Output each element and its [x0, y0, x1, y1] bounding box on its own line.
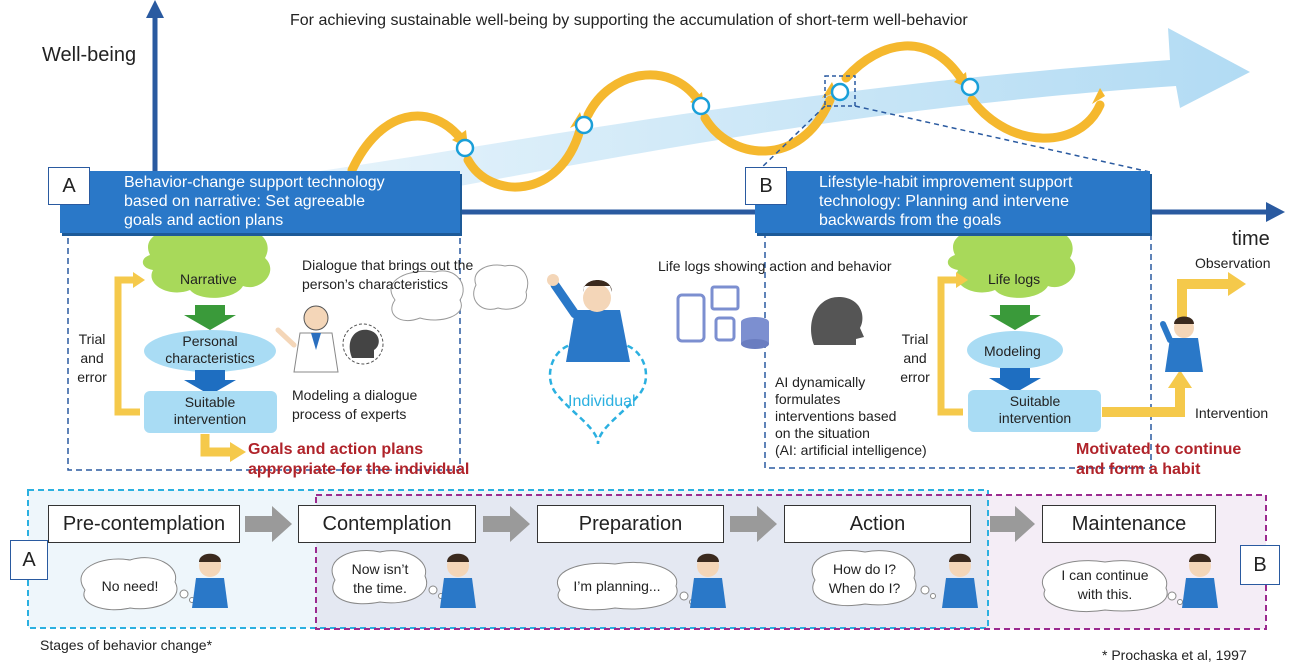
bubble-contemplation: Now isn’t the time. — [351, 561, 409, 596]
individual-figure — [547, 274, 648, 445]
stage-action: Action — [784, 505, 971, 543]
stage-person-icons — [192, 553, 1218, 608]
panel-b-title: Lifestyle-habit improvement support tech… — [755, 171, 1150, 233]
x-axis-arrowhead — [1266, 202, 1285, 222]
stage-precontemplation: Pre-contemplation — [48, 505, 240, 543]
modeling-label-b: Modeling — [984, 343, 1041, 359]
lifelogs-label: Life logs — [988, 271, 1041, 287]
panel-a-letter: A — [48, 167, 90, 205]
y-axis-label: Well-being — [42, 44, 137, 66]
ai-text: AI dynamically formulates interventions … — [775, 374, 927, 458]
panel-b-flow — [937, 221, 1246, 432]
stage-group-b-frame — [315, 494, 1267, 630]
orange-wave-arrows — [347, 41, 1105, 192]
personal-ellipse — [144, 330, 276, 372]
citation: * Prochaska et al, 1997 — [1102, 647, 1247, 663]
narrative-label: Narrative — [180, 271, 237, 287]
stage-arrows — [245, 506, 1035, 542]
motivated-label: Motivated to continue and form a habit — [1076, 441, 1242, 478]
x-axis-label: time — [1232, 228, 1270, 250]
suitable-box-b — [968, 390, 1101, 432]
individual-label: Individual — [568, 393, 636, 410]
modeling-label-a: Modeling a dialogue process of experts — [292, 387, 418, 422]
stages-caption: Stages of behavior change* — [40, 637, 213, 653]
trial-label-b: Trial and error — [900, 331, 930, 385]
stage-preparation: Preparation — [537, 505, 724, 543]
header-text: For achieving sustainable well-being by … — [290, 12, 968, 29]
zoom-box — [824, 75, 856, 107]
milestone-circles — [455, 77, 980, 158]
suitable-box-a — [144, 391, 277, 433]
panel-a-title: Behavior-change support technology based… — [60, 171, 460, 233]
thought-bubbles — [80, 549, 1183, 613]
narrative-cloud — [142, 221, 271, 298]
personal-label: Personal characteristics — [165, 333, 255, 366]
goals-label: Goals and action plans appropriate for t… — [248, 441, 470, 478]
suitable-label-a: Suitable intervention — [173, 394, 247, 427]
well-being-band — [270, 28, 1250, 215]
stage-group-b-letter: B — [1240, 545, 1280, 585]
life-logs-caption: Life logs showing action and behavior — [658, 258, 892, 274]
dialogue-label: Dialogue that brings out the person’s ch… — [302, 257, 474, 292]
y-axis-arrowhead — [146, 0, 164, 18]
modeling-ellipse — [967, 331, 1063, 369]
ai-head-icon — [811, 296, 864, 345]
stage-group-a-letter: A — [10, 540, 48, 580]
bubble-action: How do I? When do I? — [828, 561, 901, 596]
observation-label: Observation — [1195, 255, 1271, 271]
stage-maintenance: Maintenance — [1042, 505, 1216, 543]
intervention-label: Intervention — [1195, 405, 1269, 421]
lifelogs-cloud — [947, 221, 1076, 298]
bubble-precontemplation: No need! — [101, 578, 159, 594]
trial-label-a: Trial and error — [77, 331, 107, 385]
suitable-label-b: Suitable intervention — [998, 393, 1072, 426]
life-log-devices — [676, 285, 769, 349]
panel-a-flow — [114, 221, 529, 462]
bubble-maintenance: I can continue with this. — [1061, 567, 1149, 602]
bubble-preparation: I’m planning... — [573, 578, 661, 594]
stage-contemplation: Contemplation — [298, 505, 476, 543]
stage-group-a-frame — [27, 489, 989, 629]
panel-b-letter: B — [745, 167, 787, 205]
